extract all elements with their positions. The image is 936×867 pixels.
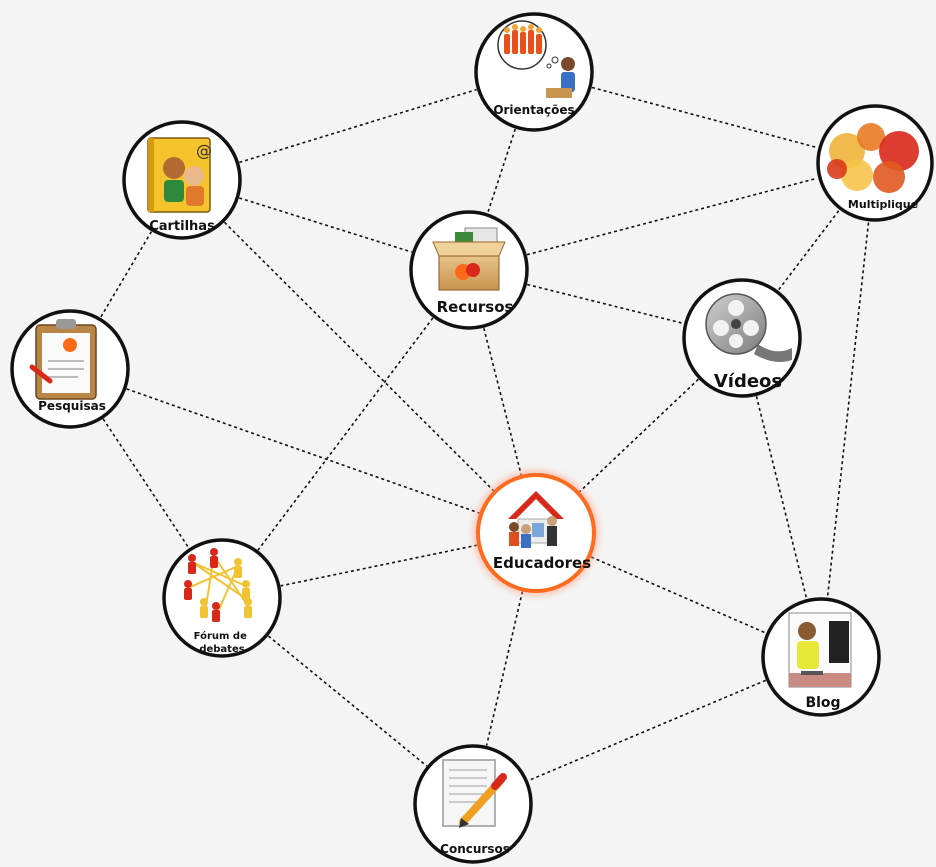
node-recursos[interactable]: Recursos [409,210,529,330]
edge-educadores-concursos [485,591,524,746]
node-label: Concursos [440,842,510,856]
node-multiplique[interactable]: Multiplique [816,104,934,222]
edge-forum-concursos [267,635,428,767]
film-reel-icon [705,293,792,362]
edge-orientacoes-multiplique [591,86,818,149]
edge-educadores-blog [590,556,767,634]
node-label: Fórum de debates [194,630,251,655]
edge-recursos-educadores [483,327,522,476]
crowd-icon [827,123,919,193]
people-discussion-icon [497,20,575,98]
node-label: Educadores [493,554,591,572]
edge-blog-concursos [527,679,767,782]
node-label-line-2: debates [199,644,244,655]
node-forum[interactable]: Fórum de debates [162,538,282,658]
school-house-icon [508,491,564,548]
node-label: Vídeos [714,371,782,392]
node-label: Multiplique [848,198,918,211]
node-label-line-1: Fórum de [194,630,247,642]
edge-pesquisas-educadores [126,388,480,514]
open-box-icon [432,227,506,291]
edge-recursos-videos [527,283,684,325]
svg-text:@: @ [196,141,212,160]
node-orientacoes[interactable]: Orientações [474,12,594,132]
node-label: Pesquisas [38,399,106,413]
node-blog[interactable]: Blog [761,597,881,717]
edge-recursos-forum [257,317,434,551]
edge-cartilhas-orientacoes [239,88,477,164]
edge-recursos-multiplique [526,177,818,256]
clipboard-icon [29,319,97,400]
edge-videos-blog [755,396,808,599]
node-videos[interactable]: Vídeos [682,278,802,398]
edge-cartilhas-recursos [239,197,412,253]
node-pesquisas[interactable]: Pesquisas [10,309,130,429]
edge-cartilhas-pesquisas [99,231,153,318]
book-icon: @ [147,137,212,213]
node-educadores[interactable]: Educadores [476,473,596,593]
node-label: Orientações [493,103,574,117]
edge-orientacoes-recursos [486,128,517,214]
document-pencil-icon [442,759,507,828]
node-label: Cartilhas [149,219,215,234]
edge-pesquisas-forum [102,418,190,549]
edge-multiplique-videos [777,210,840,291]
node-cartilhas[interactable]: @ Cartilhas [122,120,242,240]
node-concursos[interactable]: Concursos [413,744,533,864]
edge-educadores-forum [280,544,478,587]
computer-user-icon [788,612,852,688]
people-network-icon [184,548,252,622]
edge-videos-educadores [579,378,699,493]
node-label: Blog [805,695,840,711]
connection-lines [99,86,870,782]
node-label: Recursos [437,298,514,316]
edge-multiplique-blog [826,222,870,598]
